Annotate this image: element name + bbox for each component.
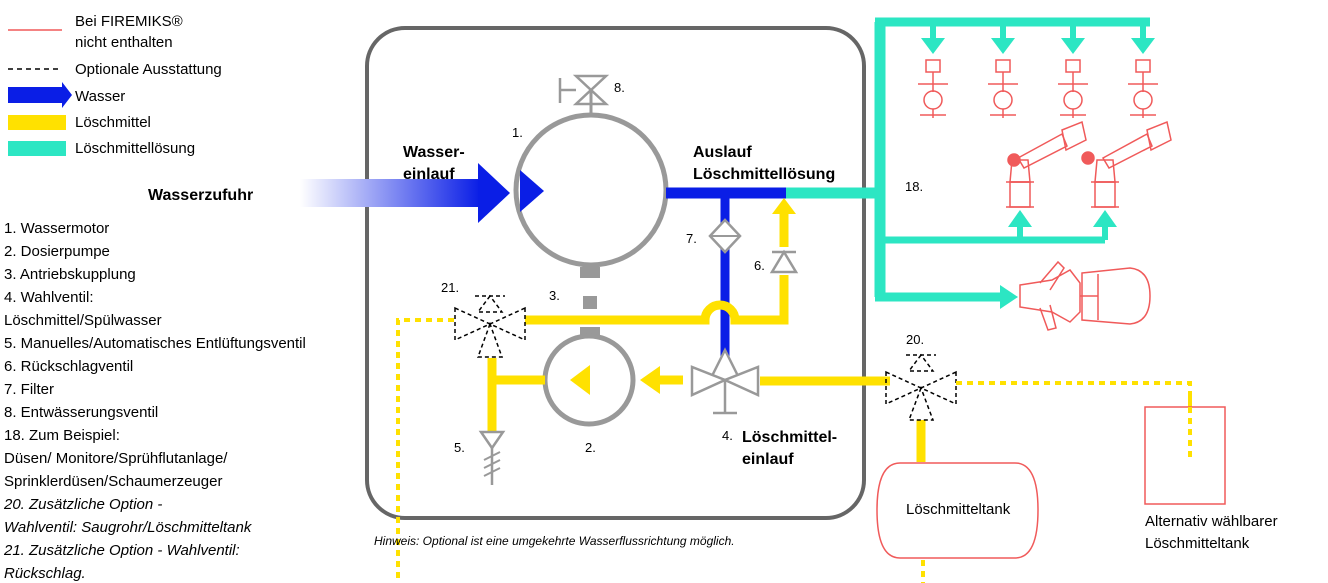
vent-valve	[478, 430, 506, 485]
alternative-tank	[1144, 406, 1226, 505]
legend-not-included-label-2: nicht enthalten	[75, 34, 173, 51]
coupling-lower	[580, 327, 600, 338]
component-item: 6. Rückschlagventil	[4, 358, 133, 375]
optional-valve-21	[454, 294, 526, 358]
component-item: 4. Wahlventil:	[4, 289, 93, 306]
agent-inlet-label-2: einlauf	[742, 451, 794, 468]
component-item: 18. Zum Beispiel:	[4, 427, 120, 444]
legend-agent-swatch	[8, 115, 66, 130]
sprinkler-icon	[1058, 59, 1088, 118]
flow-direction-note: Hinweis: Optional ist eine umgekehrte Wa…	[374, 534, 735, 548]
legend-water-swatch	[8, 82, 72, 108]
monitor-icon	[1081, 120, 1172, 208]
option-item: 20. Zusätzliche Option -	[3, 496, 162, 513]
solution-arrows	[921, 38, 1155, 309]
num-2: 2.	[585, 440, 596, 455]
water-inlet-label: Wasser-	[403, 144, 465, 161]
component-item: 2. Dosierpumpe	[4, 243, 110, 260]
option-item: 21. Zusätzliche Option - Wahlventil:	[3, 542, 240, 559]
optional-suction-line-21	[396, 318, 454, 583]
component-item: 7. Filter	[4, 381, 54, 398]
component-item: Löschmittel/Spülwasser	[4, 312, 162, 329]
water-inlet-arrow	[478, 163, 510, 223]
agent-flow-arrow	[640, 366, 660, 394]
legend-not-included-label: Bei FIREMIKS®	[75, 13, 183, 30]
num-6: 6.	[754, 258, 765, 273]
component-item: 1. Wassermotor	[4, 220, 109, 237]
firemiks-unit-frame	[365, 26, 866, 520]
num-8: 8.	[614, 80, 625, 95]
drain-valve	[558, 74, 610, 114]
agent-injection-arrow	[772, 198, 796, 214]
coupling-middle	[583, 296, 597, 309]
alt-tank-label-2: Löschmitteltank	[1145, 535, 1250, 552]
alt-tank-label: Alternativ wählbarer	[1145, 513, 1278, 530]
num-18: 18.	[905, 179, 923, 194]
num-1: 1.	[512, 125, 523, 140]
outlet-label: Auslauf	[693, 144, 752, 161]
legend-water-label: Wasser	[75, 88, 125, 105]
component-item: Sprinklerdüsen/Schaumerzeuger	[4, 473, 222, 490]
sprinkler-icon	[1128, 59, 1158, 118]
num-7: 7.	[686, 231, 697, 246]
option-item: Rückschlag.	[4, 565, 86, 582]
component-item: Düsen/ Monitore/Sprühflutanlage/	[4, 450, 228, 467]
num-3: 3.	[549, 288, 560, 303]
water-supply-pipe	[300, 179, 480, 207]
num-21: 21.	[441, 280, 459, 295]
dosing-pump-arrow	[570, 365, 590, 395]
num-4: 4.	[722, 428, 733, 443]
sprinkler-heads	[918, 59, 1158, 118]
coupling-upper	[580, 267, 600, 278]
selector-valve	[690, 347, 760, 415]
component-list: 1. Wassermotor 2. Dosierpumpe 3. Antrieb…	[3, 220, 306, 582]
sprinkler-icon	[988, 59, 1018, 118]
legend: Bei FIREMIKS® nicht enthalten Optionale …	[8, 13, 222, 157]
component-item: 8. Entwässerungsventil	[4, 404, 158, 421]
monitors	[1006, 120, 1172, 208]
agent-crossover-pipe	[525, 300, 742, 325]
check-valve	[769, 247, 799, 275]
option-item: Wahlventil: Saugrohr/Löschmitteltank	[4, 519, 253, 536]
component-item: 3. Antriebskupplung	[4, 266, 136, 283]
outlet-label-2: Löschmittellösung	[693, 166, 835, 183]
legend-optional-label: Optionale Ausstattung	[75, 61, 222, 78]
num-5: 5.	[454, 440, 465, 455]
num-20: 20.	[906, 332, 924, 347]
component-item: 5. Manuelles/Automatisches Entlüftungsve…	[4, 335, 306, 352]
solution-distribution	[874, 17, 1150, 302]
optional-valve-20	[885, 353, 957, 421]
filter	[708, 218, 742, 254]
monitor-icon	[1006, 120, 1087, 208]
legend-solution-swatch	[8, 141, 66, 156]
agent-tank	[876, 462, 1039, 559]
sprinkler-icon	[918, 59, 948, 118]
legend-agent-label: Löschmittel	[75, 114, 151, 131]
water-inlet-label-2: einlauf	[403, 166, 455, 183]
agent-inlet-label: Löschmittel-	[742, 429, 837, 446]
water-supply-label: Wasserzufuhr	[148, 187, 253, 204]
tank-label: Löschmitteltank	[906, 501, 1011, 518]
foam-generator-icon	[1019, 260, 1151, 331]
legend-solution-label: Löschmittellösung	[75, 140, 195, 157]
water-motor-arrow	[520, 170, 544, 212]
